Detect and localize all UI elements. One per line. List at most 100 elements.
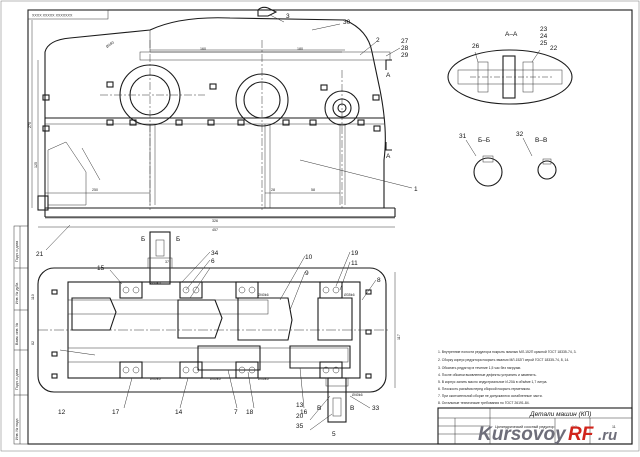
watermark-brand: Kursovoy [478,424,567,445]
front-view: 160 180 Ø180 250 28 58 326 457 270 125 3… [28,6,418,258]
dim-270: 270 [28,122,32,128]
strip-label-4: Подп. и дата [15,369,19,390]
pos-label-3: 3 [286,13,290,20]
pos-label-11: 11 [351,260,358,267]
pos-label-25: 25 [540,40,548,47]
pos-label-14: 14 [175,409,183,416]
section-vv: В–В 32 [516,131,557,180]
pos-label-9: 9 [305,270,309,277]
cut-a-top: А [386,72,391,79]
gear-6 [289,345,351,369]
pos-label-34: 34 [211,250,219,257]
strip-label-3: Взам. инв. № [15,323,19,345]
housing-outline [44,17,386,209]
pos-label-17: 17 [112,409,120,416]
dim-d40k6: Ø40k6 [258,293,269,297]
pos-label-19: 19 [351,250,359,257]
pos-label-5: 5 [332,431,336,438]
pos-label-2: 2 [376,37,380,44]
header-stamp: XXXX XXXXX XXXXXXX [27,9,109,20]
section-vv-title: В–В [535,137,547,144]
bearings [119,281,343,379]
pos-label-35: 35 [296,423,304,430]
plan-view: Б Б В В 37 Ø30k6 Ø30k6 Ø30k6 Ø40k6 Ø36k6… [31,231,401,438]
pos-label-12: 12 [58,409,66,416]
title-block-sheet: 11 [612,425,616,429]
dim-d180: Ø180 [105,40,115,48]
pos-label-23: 23 [540,26,548,33]
tech-note-7: 7. При окончательной сборке не допускают… [438,394,543,398]
cut-b-left: Б [141,236,145,243]
dim-d40k6-out: Ø40k6 [352,393,363,397]
dim-28: 28 [271,188,275,192]
watermark-suffix: .ru [598,427,617,444]
watermark-logo: Kursovoy RF .ru [478,424,617,445]
dim-250: 250 [92,188,98,192]
dim-d35k6: Ø35k6 [344,293,355,297]
gear-2 [177,299,223,339]
dim-d30k6-3: Ø30k6 [210,377,221,381]
cut-b-right: Б [176,236,180,243]
dim-160: 160 [200,47,206,51]
dim-37: 37 [165,260,169,264]
gear-1 [71,297,117,331]
title-block: Детали машин (КП) Цилиндрический соосный… [437,407,633,445]
section-aa-title: А–А [505,31,518,38]
dim-d30k6-2: Ø30k6 [150,377,161,381]
tech-note-3: 3. Обкатать редуктор в течение 1,5 час б… [438,366,521,370]
pos-label-29: 29 [401,52,409,59]
section-bb-title: Б–Б [478,137,490,144]
pos-label-7: 7 [234,409,238,416]
top-dimensions [31,20,395,228]
dim-d30k6-1: Ø30k6 [150,281,161,285]
watermark-accent: RF [568,424,595,445]
title-block-scale: 1:1 [572,425,577,429]
pos-label-31: 31 [459,133,467,140]
tech-note-5: 5. В корпус залить масло индустриальное … [438,380,547,384]
pos-label-16: 16 [300,409,308,416]
cut-a-bottom: А [386,153,391,160]
gear-3 [237,297,293,341]
pos-label-15: 15 [97,265,105,272]
pos-label-32: 32 [516,131,524,138]
dim-326: 326 [212,219,218,223]
pos-label-1: 1 [414,186,418,193]
dim-457: 457 [212,228,218,232]
section-aa: А–А 26 23 24 25 22 [447,26,573,105]
pos-label-13: 13 [296,402,304,409]
title-block-product: Цилиндрический соосный редуктор [495,425,554,429]
pos-label-26: 26 [472,43,480,50]
breather-cap [257,6,278,17]
pos-label-27: 27 [401,38,409,45]
title-block-label: Детали машин (КП) [529,411,591,418]
dim-110: 110 [31,294,35,300]
pos-label-6: 6 [211,258,215,265]
pos-label-22: 22 [550,45,558,52]
pos-label-21: 21 [36,251,44,258]
left-side-strip: Подп. и дата Инв. № дубл. Взам. инв. № П… [13,225,29,445]
pos-label-28: 28 [401,45,409,52]
housing-bolts [42,81,381,132]
pos-label-20: 20 [296,413,304,420]
dim-82: 82 [31,341,35,345]
pos-label-10: 10 [305,254,313,261]
dim-58: 58 [311,188,315,192]
pos-label-18: 18 [246,409,254,416]
pos-label-30: 30 [343,19,351,26]
strip-label-2: Инв. № дубл. [15,282,19,304]
tech-note-1: 1. Внутренние полости редуктора покрыть … [438,350,576,354]
pos-label-33: 33 [372,405,380,412]
strip-label-5: Инв. № подл. [15,418,19,440]
tech-note-4: 4. После обкатки выявленные дефекты устр… [438,373,537,377]
cut-v-left: В [317,405,321,412]
flange-bolts [51,289,372,379]
header-stamp-text: XXXX XXXXX XXXXXXX [32,14,73,18]
technical-requirements: 1. Внутренние полости редуктора покрыть … [438,350,576,405]
tech-note-2: 2. Сборку корпус редуктора покрыть эмаль… [438,358,569,362]
dim-d36k6: Ø36k6 [258,377,269,381]
dim-125: 125 [34,162,38,168]
section-bb: Б–Б 31 [459,133,503,187]
pos-label-8: 8 [377,277,381,284]
